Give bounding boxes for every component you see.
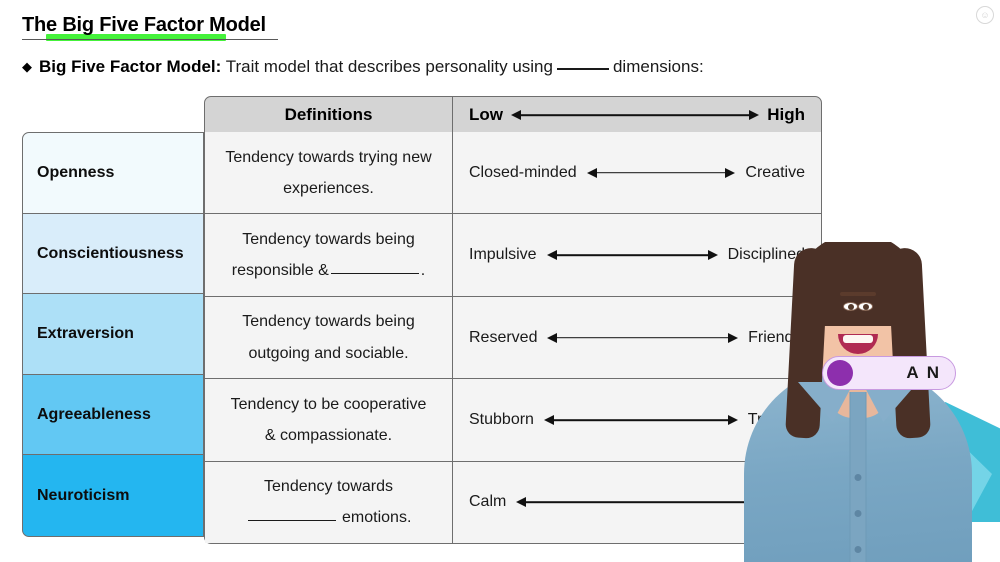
- scale-high-value: Friendly: [748, 328, 805, 346]
- table-row-trait-neuroticism: Neuroticism: [22, 454, 204, 537]
- definition-line-2: emotions.: [246, 502, 412, 533]
- definition-line-1: Tendency towards being: [242, 313, 415, 331]
- column-header-definitions: Definitions: [205, 97, 453, 133]
- fill-in-blank: [330, 262, 419, 275]
- trait-label: Extraversion: [37, 325, 134, 342]
- scale-high-value: Trusting: [747, 410, 805, 428]
- bullet-text-after: dimensions:: [612, 57, 704, 76]
- double-arrow-icon: [586, 167, 736, 179]
- scale-low-value: Impulsive: [469, 246, 537, 264]
- fill-in-blank: [556, 56, 609, 70]
- table-row: Tendency towards being responsible &. Im…: [205, 214, 821, 297]
- trait-label: Neuroticism: [37, 486, 130, 504]
- table-right-block: Definitions Low High Tendency towards tr…: [204, 96, 822, 544]
- trait-label: Openness: [37, 164, 115, 181]
- corner-icon-glyph: ☺: [980, 9, 990, 20]
- fill-in-blank: [247, 509, 336, 522]
- definition-line-1: Tendency towards trying new: [225, 148, 432, 166]
- column-header-definitions-label: Definitions: [284, 105, 373, 124]
- double-arrow-icon: [543, 414, 738, 426]
- scale-cell: Impulsive Disciplined: [453, 214, 821, 295]
- presenter-shirt-placket: [849, 392, 867, 562]
- badge-label: A N: [906, 363, 941, 382]
- presenter-brow-right: [854, 292, 876, 296]
- column-header-scale: Low High: [453, 97, 821, 133]
- title-text: The Big Five Factor Model: [22, 14, 278, 40]
- scale-high-value: Disciplined: [727, 246, 805, 264]
- trait-column: Openness Conscientiousness Extraversion …: [22, 132, 204, 544]
- decorative-shape-teal: [850, 402, 1000, 522]
- definition-line-2: experiences.: [283, 179, 374, 197]
- definition-line-1: Tendency towards: [264, 478, 393, 496]
- definition-line-2: outgoing and sociable.: [248, 344, 409, 362]
- table-row: Tendency to be cooperative & compassiona…: [205, 379, 821, 462]
- page-title: The Big Five Factor Model: [22, 14, 442, 48]
- presenter-teeth: [843, 335, 873, 343]
- definition-bullet: ◆ Big Five Factor Model: Trait model that…: [22, 56, 704, 77]
- table-row: Tendency towards being outgoing and soci…: [205, 296, 821, 380]
- bullet-text-before: Trait model that describes personality u…: [225, 57, 553, 76]
- table-row: Tendency towards trying new experiences.…: [205, 132, 821, 215]
- double-arrow-icon: [547, 332, 739, 344]
- table-row-trait-extraversion: Extraversion: [22, 293, 204, 375]
- scale-high-value: Anx: [777, 493, 805, 511]
- definition-cell: Tendency towards trying new experiences.: [205, 132, 453, 214]
- table-row-trait-conscientiousness: Conscientiousness: [22, 212, 204, 295]
- presenter-eye-left: [843, 302, 858, 311]
- scale-high-label: High: [767, 105, 805, 124]
- scale-low-value: Calm: [469, 493, 507, 511]
- definition-line-1: Tendency towards being: [242, 230, 415, 248]
- definition-cell: Tendency towards being outgoing and soci…: [205, 296, 453, 379]
- scale-low-value: Stubborn: [469, 410, 534, 428]
- scale-high-value: Creative: [745, 163, 805, 181]
- presenter-shirt-button: [854, 510, 862, 517]
- table-body: Tendency towards trying new experiences.…: [204, 132, 822, 544]
- definition-line-2-pre: responsible &: [231, 262, 329, 280]
- trait-label: Agreeableness: [37, 405, 151, 423]
- definition-line-2-post: emotions.: [342, 509, 412, 527]
- big-five-table: Openness Conscientiousness Extraversion …: [22, 96, 822, 544]
- table-row-trait-openness: Openness: [22, 132, 204, 214]
- watermark-badge: A N: [822, 356, 956, 390]
- table-header-row: Definitions Low High: [204, 96, 822, 134]
- face-circle-icon[interactable]: ☺: [976, 6, 994, 24]
- definition-cell: Tendency towards emotions.: [205, 461, 453, 544]
- definition-line-2: & compassionate.: [264, 426, 393, 444]
- presenter-shirt-button: [854, 546, 862, 553]
- scale-cell: Closed-minded Creative: [453, 132, 821, 213]
- double-arrow-icon: [516, 496, 768, 508]
- double-arrow-icon: [546, 249, 718, 261]
- scale-low-value: Closed-minded: [469, 163, 577, 181]
- definition-line-2-post: .: [420, 262, 426, 280]
- scale-low-label: Low: [469, 105, 503, 124]
- scale-cell: Calm Anx: [453, 462, 821, 543]
- decorative-shape-light-teal: [842, 408, 992, 552]
- trait-label: Conscientiousness: [37, 244, 184, 262]
- badge-circle-icon: [827, 360, 853, 386]
- scale-low-value: Reserved: [469, 328, 538, 346]
- green-highlighter-stroke: [46, 34, 226, 41]
- presenter-shirt-button: [854, 474, 862, 481]
- definition-line-1: Tendency to be cooperative: [230, 395, 427, 413]
- diamond-bullet-icon: ◆: [22, 59, 32, 74]
- decorative-shape-white: [864, 402, 956, 472]
- table-row-trait-agreeableness: Agreeableness: [22, 373, 204, 456]
- table-row: Tendency towards emotions. Calm Anx: [205, 461, 821, 544]
- definition-cell: Tendency to be cooperative & compassiona…: [205, 379, 453, 461]
- scale-cell: Stubborn Trusting: [453, 379, 821, 460]
- definition-line-2: responsible &.: [232, 255, 425, 286]
- presenter-mouth: [838, 334, 878, 354]
- scale-cell: Reserved Friendly: [453, 297, 821, 378]
- presenter-brow-left: [840, 292, 862, 296]
- double-arrow-icon: [511, 109, 760, 121]
- definition-cell: Tendency towards being responsible &.: [205, 214, 453, 296]
- presenter-eye-right: [858, 302, 873, 311]
- bullet-term: Big Five Factor Model:: [39, 57, 222, 76]
- presenter-hair-strand-right: [887, 247, 931, 439]
